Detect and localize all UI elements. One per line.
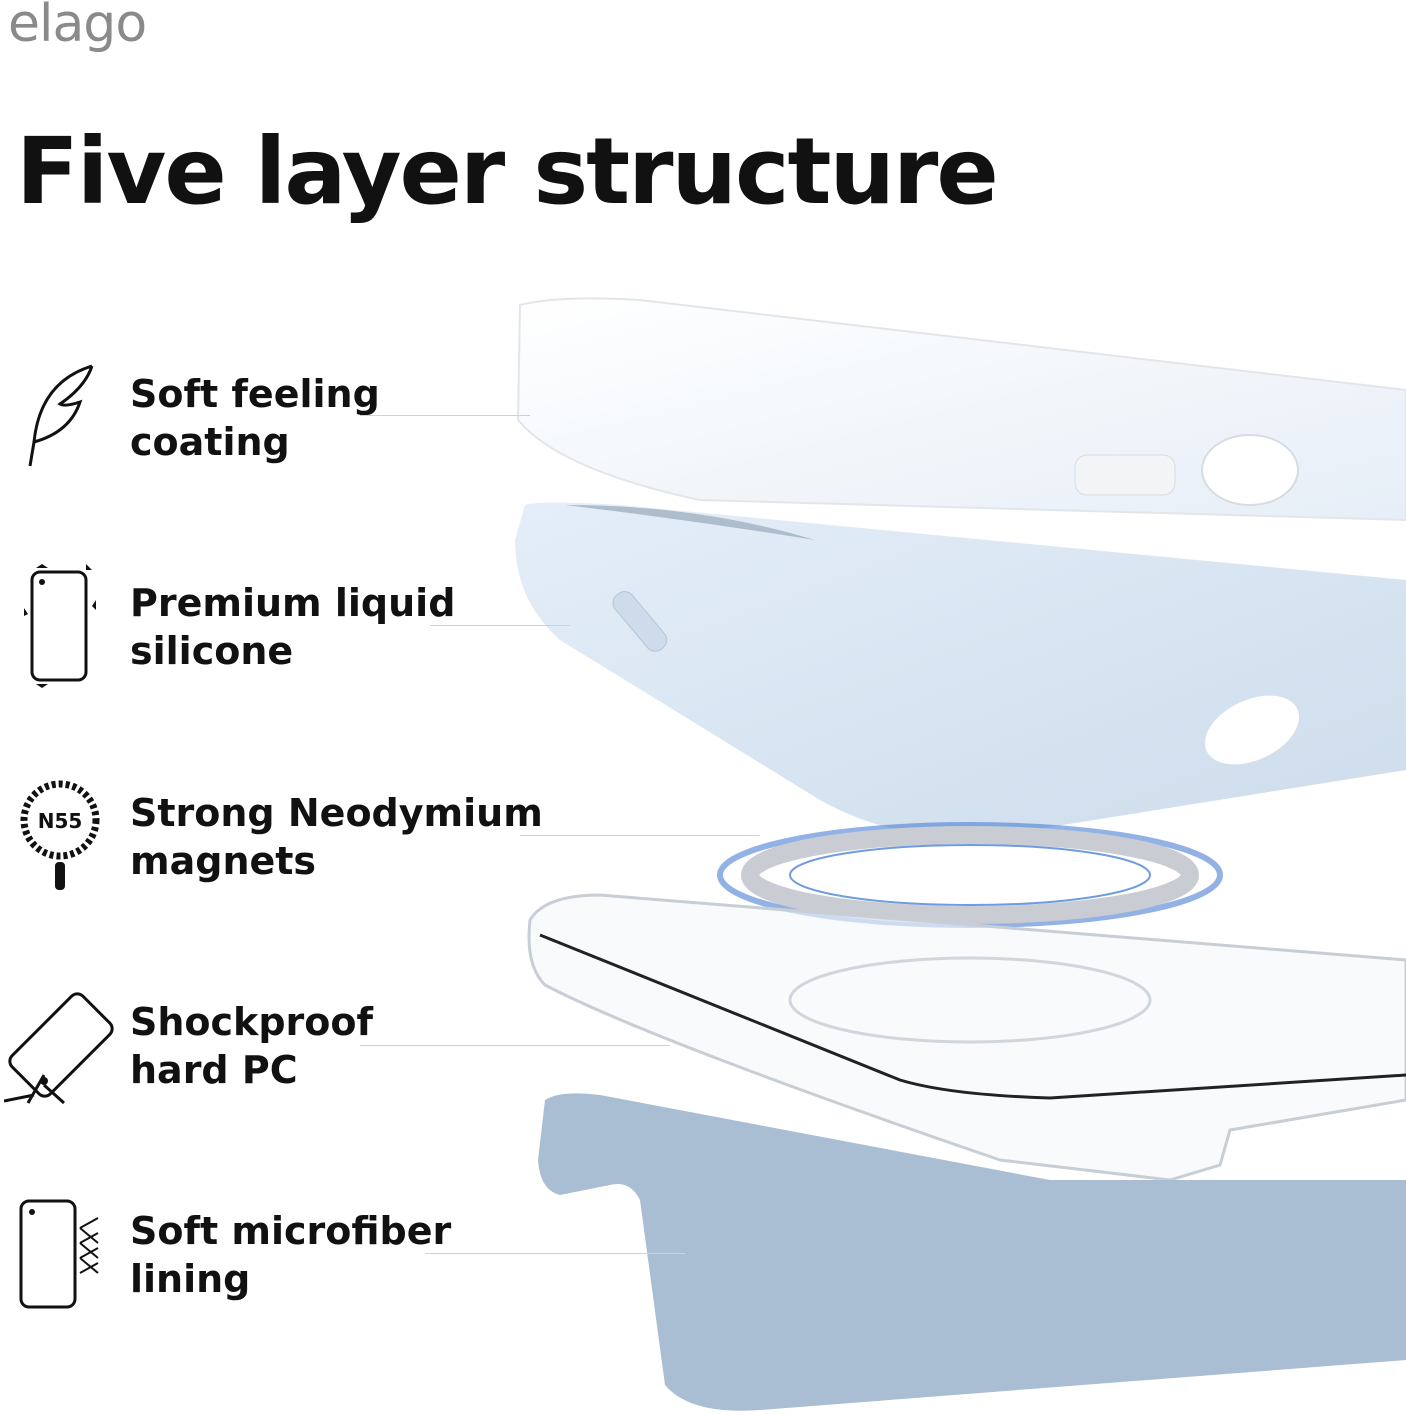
feature-line: coating	[130, 420, 290, 464]
connector-line	[520, 835, 760, 836]
magnet-n55-icon: N55	[20, 780, 100, 890]
shockproof-phone-icon	[4, 992, 114, 1105]
connector-line	[360, 1045, 670, 1046]
silicone-layer	[515, 502, 1406, 837]
pc-layer	[527, 893, 1406, 1182]
microfiber-layer	[538, 1093, 1406, 1411]
feature-hard-pc: Shockproof hard PC	[130, 998, 373, 1094]
connector-line	[425, 1253, 685, 1254]
feather-icon	[28, 364, 94, 467]
feature-line: lining	[130, 1257, 251, 1301]
feature-neodymium-magnets: Strong Neodymium magnets	[130, 789, 543, 885]
feature-line: silicone	[130, 629, 294, 673]
feature-line: Soft microfiber	[130, 1209, 452, 1253]
feature-line: hard PC	[130, 1048, 298, 1092]
feature-line: Strong Neodymium	[130, 791, 543, 835]
feature-liquid-silicone: Premium liquid silicone	[130, 579, 455, 675]
microfiber-phone-icon	[19, 1199, 99, 1309]
connector-line	[430, 625, 570, 626]
feature-microfiber-lining: Soft microfiber lining	[130, 1207, 451, 1303]
connector-line	[360, 415, 530, 416]
feature-line: Shockproof	[130, 1000, 374, 1044]
elago-logo: elago	[8, 0, 147, 54]
coating-layer	[516, 297, 1406, 522]
page-title: Five layer structure	[16, 118, 999, 225]
feature-line: Premium liquid	[130, 581, 456, 625]
feature-soft-coating: Soft feeling coating	[130, 370, 380, 466]
feature-line: magnets	[130, 839, 317, 883]
phone-silicone-icon	[24, 564, 96, 688]
feature-line: Soft feeling	[130, 372, 380, 416]
svg-text:N55: N55	[38, 809, 83, 833]
